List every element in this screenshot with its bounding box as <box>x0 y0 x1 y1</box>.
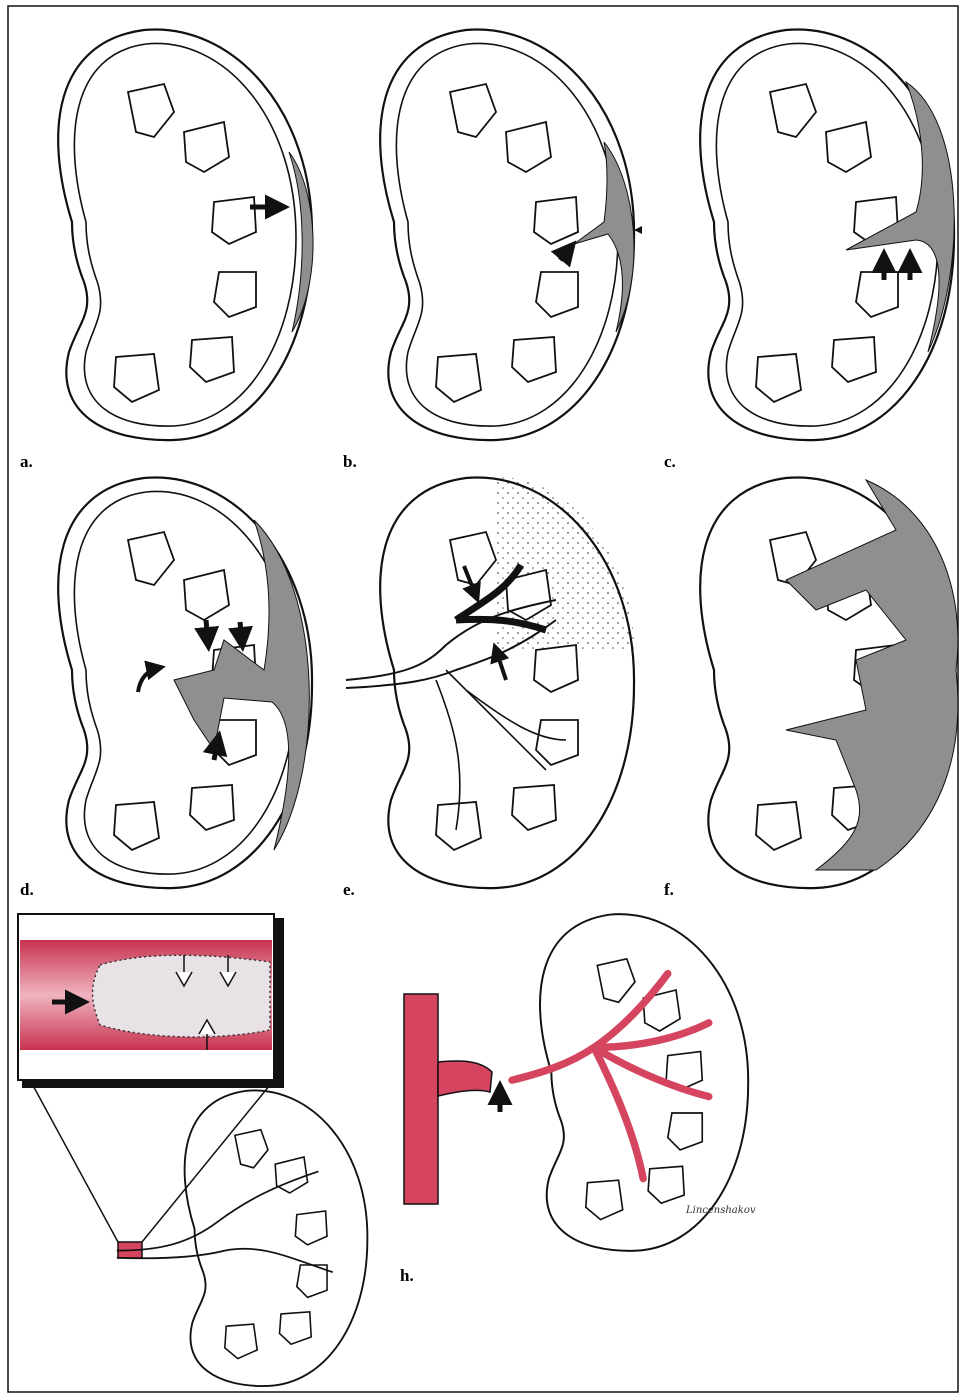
kidney-outline-icon <box>58 30 312 441</box>
subcapsular-hematoma <box>289 152 313 332</box>
arrowhead-icon <box>634 226 642 234</box>
kidney-outline-icon <box>540 914 748 1251</box>
panel-g-kidney <box>117 1090 368 1386</box>
laceration-hematoma <box>574 142 634 332</box>
avulsed-artery-stump <box>438 1061 492 1096</box>
panel-a-kidney <box>58 30 313 441</box>
artist-signature: Lincenshakov <box>686 1205 756 1216</box>
panel-e-kidney <box>346 478 634 889</box>
aorta <box>404 994 438 1204</box>
curved-arrow-icon <box>138 668 158 692</box>
solid-arrow-icon <box>206 620 208 642</box>
shattered-kidney-hematoma <box>786 480 958 870</box>
kidney-outline-icon <box>185 1090 368 1386</box>
solid-arrow-icon <box>496 650 506 680</box>
panel-label-c: c. <box>664 452 676 472</box>
panel-label-e: e. <box>343 880 355 900</box>
panel-h-avulsion <box>404 914 748 1251</box>
panel-f-kidney <box>700 478 958 889</box>
panel-label-b: b. <box>343 452 357 472</box>
panel-label-h: h. <box>400 1266 414 1286</box>
panel-g-inset <box>18 914 284 1258</box>
panel-label-d: d. <box>20 880 34 900</box>
panel-c-kidney <box>700 30 954 441</box>
panel-label-a: a. <box>20 452 33 472</box>
solid-arrow-icon <box>560 248 570 260</box>
panel-d-kidney <box>58 478 312 889</box>
zoom-lines <box>30 1080 274 1242</box>
panel-b-kidney <box>380 30 642 441</box>
solid-arrow-icon <box>240 622 242 642</box>
figure-border <box>8 6 958 1392</box>
intimal-thrombus <box>93 955 271 1037</box>
panel-label-f: f. <box>664 880 674 900</box>
